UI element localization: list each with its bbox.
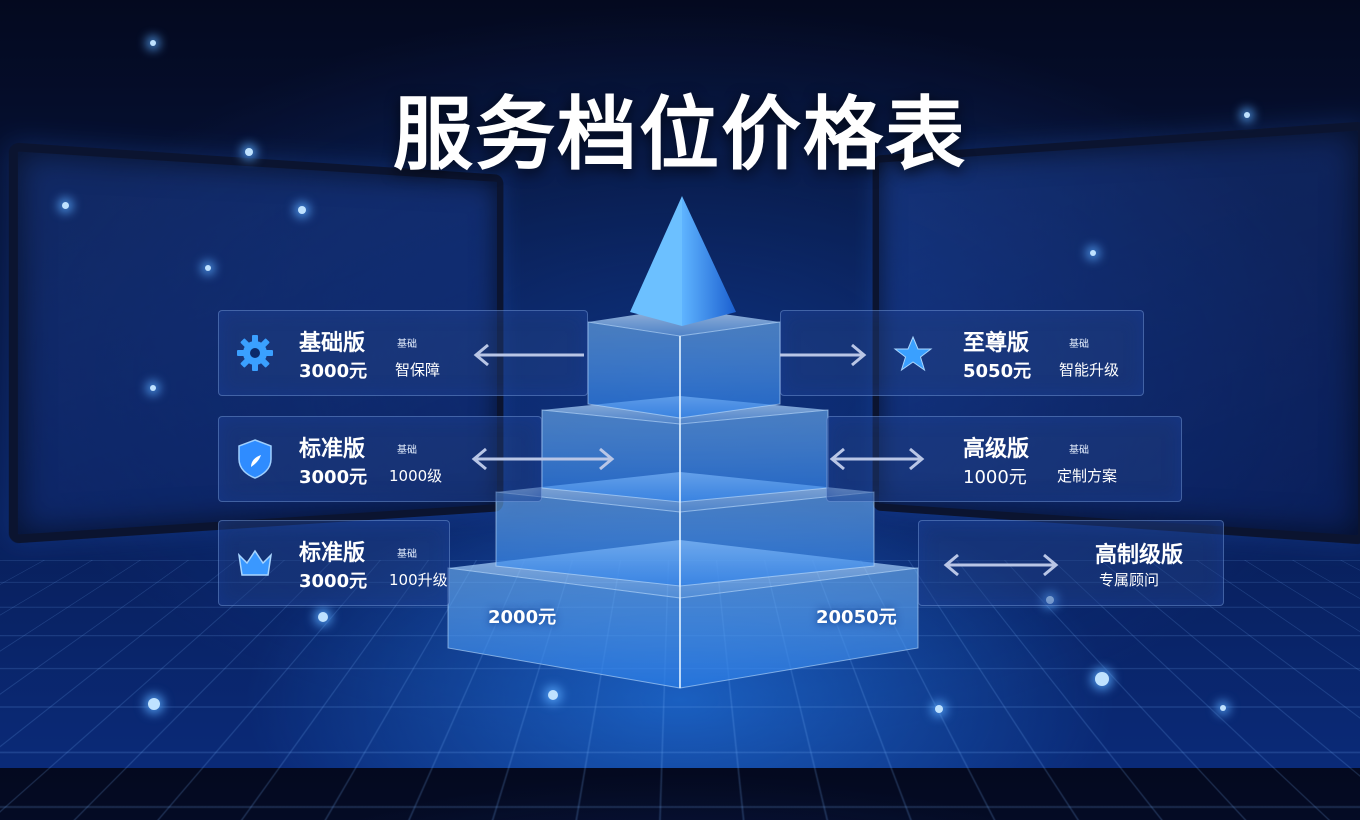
double-arrow-icon <box>826 444 928 474</box>
plan-name: 标准版 <box>299 535 365 567</box>
plan-name: 基础版 <box>299 325 365 357</box>
plan-tag: 基础 <box>1069 335 1089 350</box>
plan-desc: 智能升级 <box>1059 359 1119 380</box>
gear-icon <box>233 331 277 375</box>
plan-name: 高级版 <box>963 431 1029 463</box>
pyramid-base-right-price: 20050元 <box>816 603 897 629</box>
plan-name: 标准版 <box>299 431 365 463</box>
pyramid-apex <box>630 196 736 326</box>
crown-icon <box>233 541 277 585</box>
plan-name: 高制级版 <box>1095 537 1183 569</box>
plan-price: 1000元 <box>963 463 1027 489</box>
plan-desc: 100升级 <box>389 569 448 590</box>
plan-desc: 定制方案 <box>1057 465 1117 486</box>
plan-card-standard-2[interactable]: 标准版 3000元 基础 100升级 <box>218 520 450 606</box>
plan-tag: 基础 <box>397 545 417 560</box>
plan-price: 3000元 <box>299 567 367 593</box>
plan-tag: 基础 <box>397 335 417 350</box>
star-icon <box>891 331 935 375</box>
plan-name: 至尊版 <box>963 325 1029 357</box>
plan-desc: 1000级 <box>389 465 442 486</box>
plan-desc: 专属顾问 <box>1099 569 1159 590</box>
plan-price: 3000元 <box>299 357 367 383</box>
shield-icon <box>233 437 277 481</box>
double-arrow-icon <box>940 550 1062 580</box>
pyramid-base-left-price: 2000元 <box>488 603 556 629</box>
plan-desc: 智保障 <box>395 359 440 380</box>
plan-tag: 基础 <box>1069 441 1089 456</box>
plan-price: 5050元 <box>963 357 1031 383</box>
plan-tag: 基础 <box>397 441 417 456</box>
plan-price: 3000元 <box>299 463 367 489</box>
double-arrow-icon <box>780 340 870 370</box>
double-arrow-icon <box>470 340 590 370</box>
pricing-pyramid <box>0 0 1360 768</box>
double-arrow-icon <box>468 444 618 474</box>
